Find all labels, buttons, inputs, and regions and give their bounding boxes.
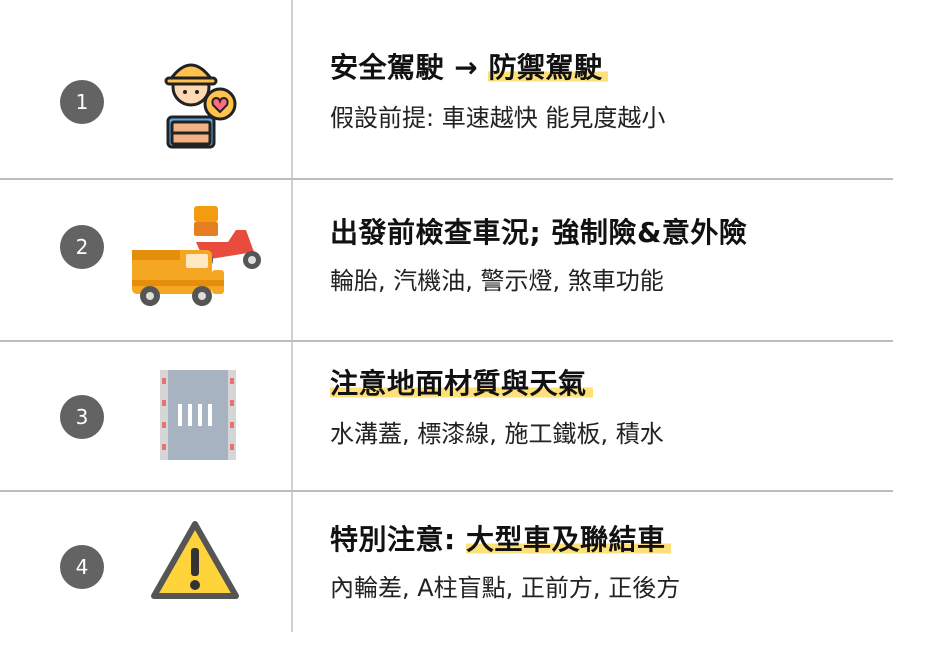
item-subtitle: 假設前提: 車速越快 能見度越小 (330, 104, 666, 132)
item-number-badge: 3 (60, 395, 104, 439)
car-and-scooter-icon (128, 200, 268, 314)
column-divider (291, 0, 293, 632)
item-title: 特別注意: 大型車及聯結車 (330, 522, 672, 558)
item-number-badge: 4 (60, 545, 104, 589)
item-title-text: 安全駕駛 → (330, 51, 489, 84)
item-title-text: 注意地面材質與天氣 (330, 367, 593, 400)
row-divider (0, 490, 893, 492)
item-title: 出發前檢查車況; 強制險&意外險 (330, 215, 747, 251)
row-divider (0, 178, 893, 180)
item-title-text: 特別注意: (330, 523, 466, 556)
item-title-highlight: 防禦駕駛 (488, 51, 609, 84)
item-number-badge: 2 (60, 225, 104, 269)
row-divider (0, 340, 893, 342)
item-title-text: 出發前檢查車況; 強制險&意外險 (330, 216, 748, 249)
item-title-highlight: 大型車及聯結車 (465, 523, 672, 556)
warning-sign-icon (150, 520, 240, 606)
item-subtitle: 輪胎, 汽機油, 警示燈, 煞車功能 (330, 267, 664, 295)
item-title: 安全駕駛 → 防禦駕駛 (330, 50, 609, 86)
item-title: 注意地面材質與天氣 (330, 366, 593, 402)
item-number-badge: 1 (60, 80, 104, 124)
road-crosswalk-icon (160, 370, 236, 464)
worker-with-heart-icon (148, 42, 238, 156)
item-subtitle: 內輪差, A柱盲點, 正前方, 正後方 (330, 574, 681, 602)
item-subtitle: 水溝蓋, 標漆線, 施工鐵板, 積水 (330, 420, 664, 448)
